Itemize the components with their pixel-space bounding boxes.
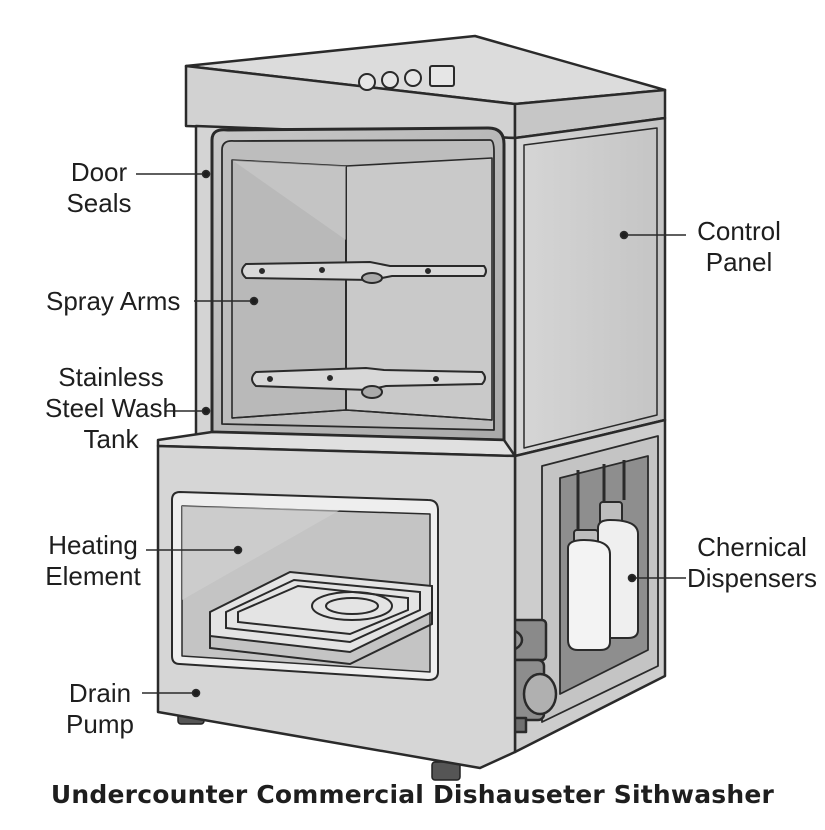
label-line: Spray Arms	[46, 286, 181, 316]
control-panel-side	[513, 116, 667, 458]
label-spray-arms: Spray Arms	[46, 286, 180, 317]
label-line: Seals	[66, 188, 132, 218]
label-heating-element: Heating Element	[36, 530, 150, 592]
label-control-panel: Control Panel	[684, 216, 794, 278]
label-door-seals: Door Seals	[58, 157, 140, 219]
label-line: Heating	[48, 530, 138, 560]
heating-element	[209, 570, 433, 666]
label-drain-pump: Drain Pump	[60, 678, 140, 740]
label-line: Dispensers	[686, 563, 818, 593]
label-line: Steel Wash	[45, 393, 177, 423]
label-line: Pump	[66, 709, 134, 739]
label-line: Panel	[705, 247, 773, 277]
label-line: Drain	[68, 678, 132, 708]
chemical-bottles	[567, 460, 639, 651]
diagram-title: Undercounter Commercial Dishauseter Sith…	[50, 780, 775, 809]
wash-tank	[210, 126, 506, 442]
control-knobs	[358, 65, 455, 91]
label-line: Door	[70, 157, 128, 187]
leader-lines	[136, 169, 686, 698]
label-line: Control	[697, 216, 781, 246]
spray-arm-upper	[241, 260, 487, 284]
label-chemical-dispensers: Chernical Dispensers	[682, 532, 822, 594]
label-line: Stainless	[58, 362, 164, 392]
spray-arm-lower	[251, 366, 486, 399]
label-line: Chernical	[697, 532, 807, 562]
label-stainless-steel-wash-tank: Stainless Steel Wash Tank	[38, 362, 184, 455]
top-housing	[184, 34, 667, 140]
label-line: Tank	[83, 424, 139, 454]
label-line: Element	[45, 561, 141, 591]
